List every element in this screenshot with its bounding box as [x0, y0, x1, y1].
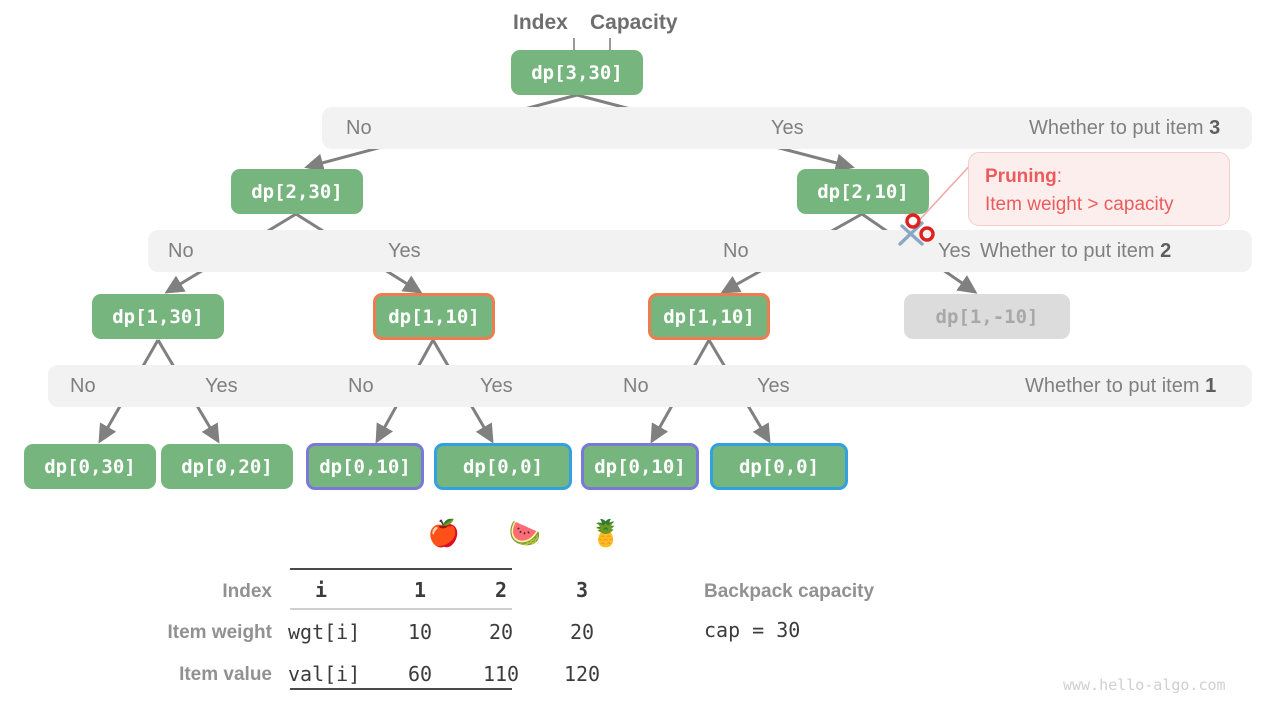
branch-label-no-2a: No: [168, 240, 194, 262]
cell-weight-1: 10: [407, 620, 433, 644]
index-annotation-label: Index: [513, 11, 568, 34]
band-title-item2: Whether to put item 2: [980, 241, 1171, 261]
callout-title-line: Pruning:: [985, 164, 1213, 189]
band-title-item-number-1: 1: [1205, 375, 1217, 397]
index-annotation-tick: [573, 38, 575, 58]
cell-value-2: 110: [482, 662, 520, 686]
dp-node-2-30[interactable]: dp[2,30]: [231, 169, 363, 214]
cell-index-1: 1: [413, 578, 427, 602]
dp-node-1-30[interactable]: dp[1,30]: [92, 294, 224, 339]
band-title-item-number-2: 2: [1160, 240, 1172, 262]
table-rule-bottom: [290, 688, 512, 690]
branch-label-no-1c: No: [623, 375, 649, 397]
item-emoji-watermelon: 🍉: [508, 518, 542, 548]
dp-leaf-0-30[interactable]: dp[0,30]: [24, 444, 156, 489]
table-rule-mid: [290, 608, 512, 610]
dp-leaf-0-10-left[interactable]: dp[0,10]: [306, 443, 424, 490]
callout-detail: Item weight > capacity: [985, 194, 1174, 216]
dp-leaf-0-20[interactable]: dp[0,20]: [161, 444, 293, 489]
cell-index-2: 2: [494, 578, 508, 602]
capacity-annotation-label: Capacity: [590, 11, 678, 34]
scissors-icon: [898, 213, 935, 246]
dp-leaf-0-0-right[interactable]: dp[0,0]: [710, 443, 848, 490]
branch-label-yes-3: Yes: [771, 117, 804, 139]
cell-weight-3: 20: [569, 620, 595, 644]
band-title-text-1: Whether to put item: [1025, 375, 1206, 397]
band-title-text-2: Whether to put item: [980, 240, 1161, 262]
band-title-text-3: Whether to put item: [1029, 117, 1210, 139]
branch-label-no-1b: No: [348, 375, 374, 397]
item-emoji-apple: 🍎: [427, 518, 461, 548]
branch-label-no-3: No: [346, 117, 372, 139]
capacity-annotation-tick: [609, 38, 611, 58]
branch-label-yes-2b: Yes: [938, 240, 971, 262]
table-rule-top: [290, 568, 512, 570]
decision-band-item3: [322, 107, 1252, 149]
cell-weight-2: 20: [488, 620, 514, 644]
band-title-item1: Whether to put item 1: [1025, 376, 1216, 396]
item-table: 🍎 🍉 🍍 Index Item weight Item value i 1 2…: [150, 520, 670, 695]
cell-index-key: i: [314, 578, 328, 602]
dp-node-3-30[interactable]: dp[3,30]: [511, 50, 643, 95]
dp-node-1-neg10-pruned: dp[1,-10]: [904, 294, 1070, 339]
dp-node-1-10-left[interactable]: dp[1,10]: [373, 293, 495, 340]
callout-leader-line: [911, 159, 976, 229]
branch-label-no-1a: No: [70, 375, 96, 397]
dp-node-1-10-right[interactable]: dp[1,10]: [648, 293, 770, 340]
dp-leaf-0-10-right[interactable]: dp[0,10]: [581, 443, 699, 490]
branch-label-yes-1a: Yes: [205, 375, 238, 397]
pruning-callout: Pruning: Item weight > capacity: [968, 152, 1230, 226]
dp-leaf-0-0-left[interactable]: dp[0,0]: [434, 443, 572, 490]
callout-title: Pruning: [985, 166, 1057, 187]
cell-weight-key: wgt[i]: [288, 620, 361, 644]
dp-node-2-10[interactable]: dp[2,10]: [797, 169, 929, 214]
row-header-item-value: Item value: [179, 664, 272, 685]
branch-label-no-2b: No: [723, 240, 749, 262]
branch-label-yes-1c: Yes: [757, 375, 790, 397]
backpack-capacity-title: Backpack capacity: [704, 581, 875, 602]
branch-label-yes-1b: Yes: [480, 375, 513, 397]
callout-colon: :: [1056, 166, 1063, 187]
backpack-capacity-value: cap = 30: [704, 618, 801, 642]
decision-band-item2: [148, 230, 1252, 272]
decision-band-item1: [48, 365, 1252, 407]
row-header-item-weight: Item weight: [167, 622, 272, 643]
branch-label-yes-2a: Yes: [388, 240, 421, 262]
cell-value-key: val[i]: [288, 662, 361, 686]
cell-index-3: 3: [575, 578, 589, 602]
cell-value-1: 60: [407, 662, 433, 686]
band-title-item3: Whether to put item 3: [1029, 118, 1220, 138]
band-title-item-number-3: 3: [1209, 117, 1221, 139]
row-header-index: Index: [222, 581, 272, 602]
cell-value-3: 120: [563, 662, 601, 686]
item-emoji-pineapple: 🍍: [589, 518, 623, 548]
watermark: www.hello-algo.com: [1063, 676, 1226, 694]
